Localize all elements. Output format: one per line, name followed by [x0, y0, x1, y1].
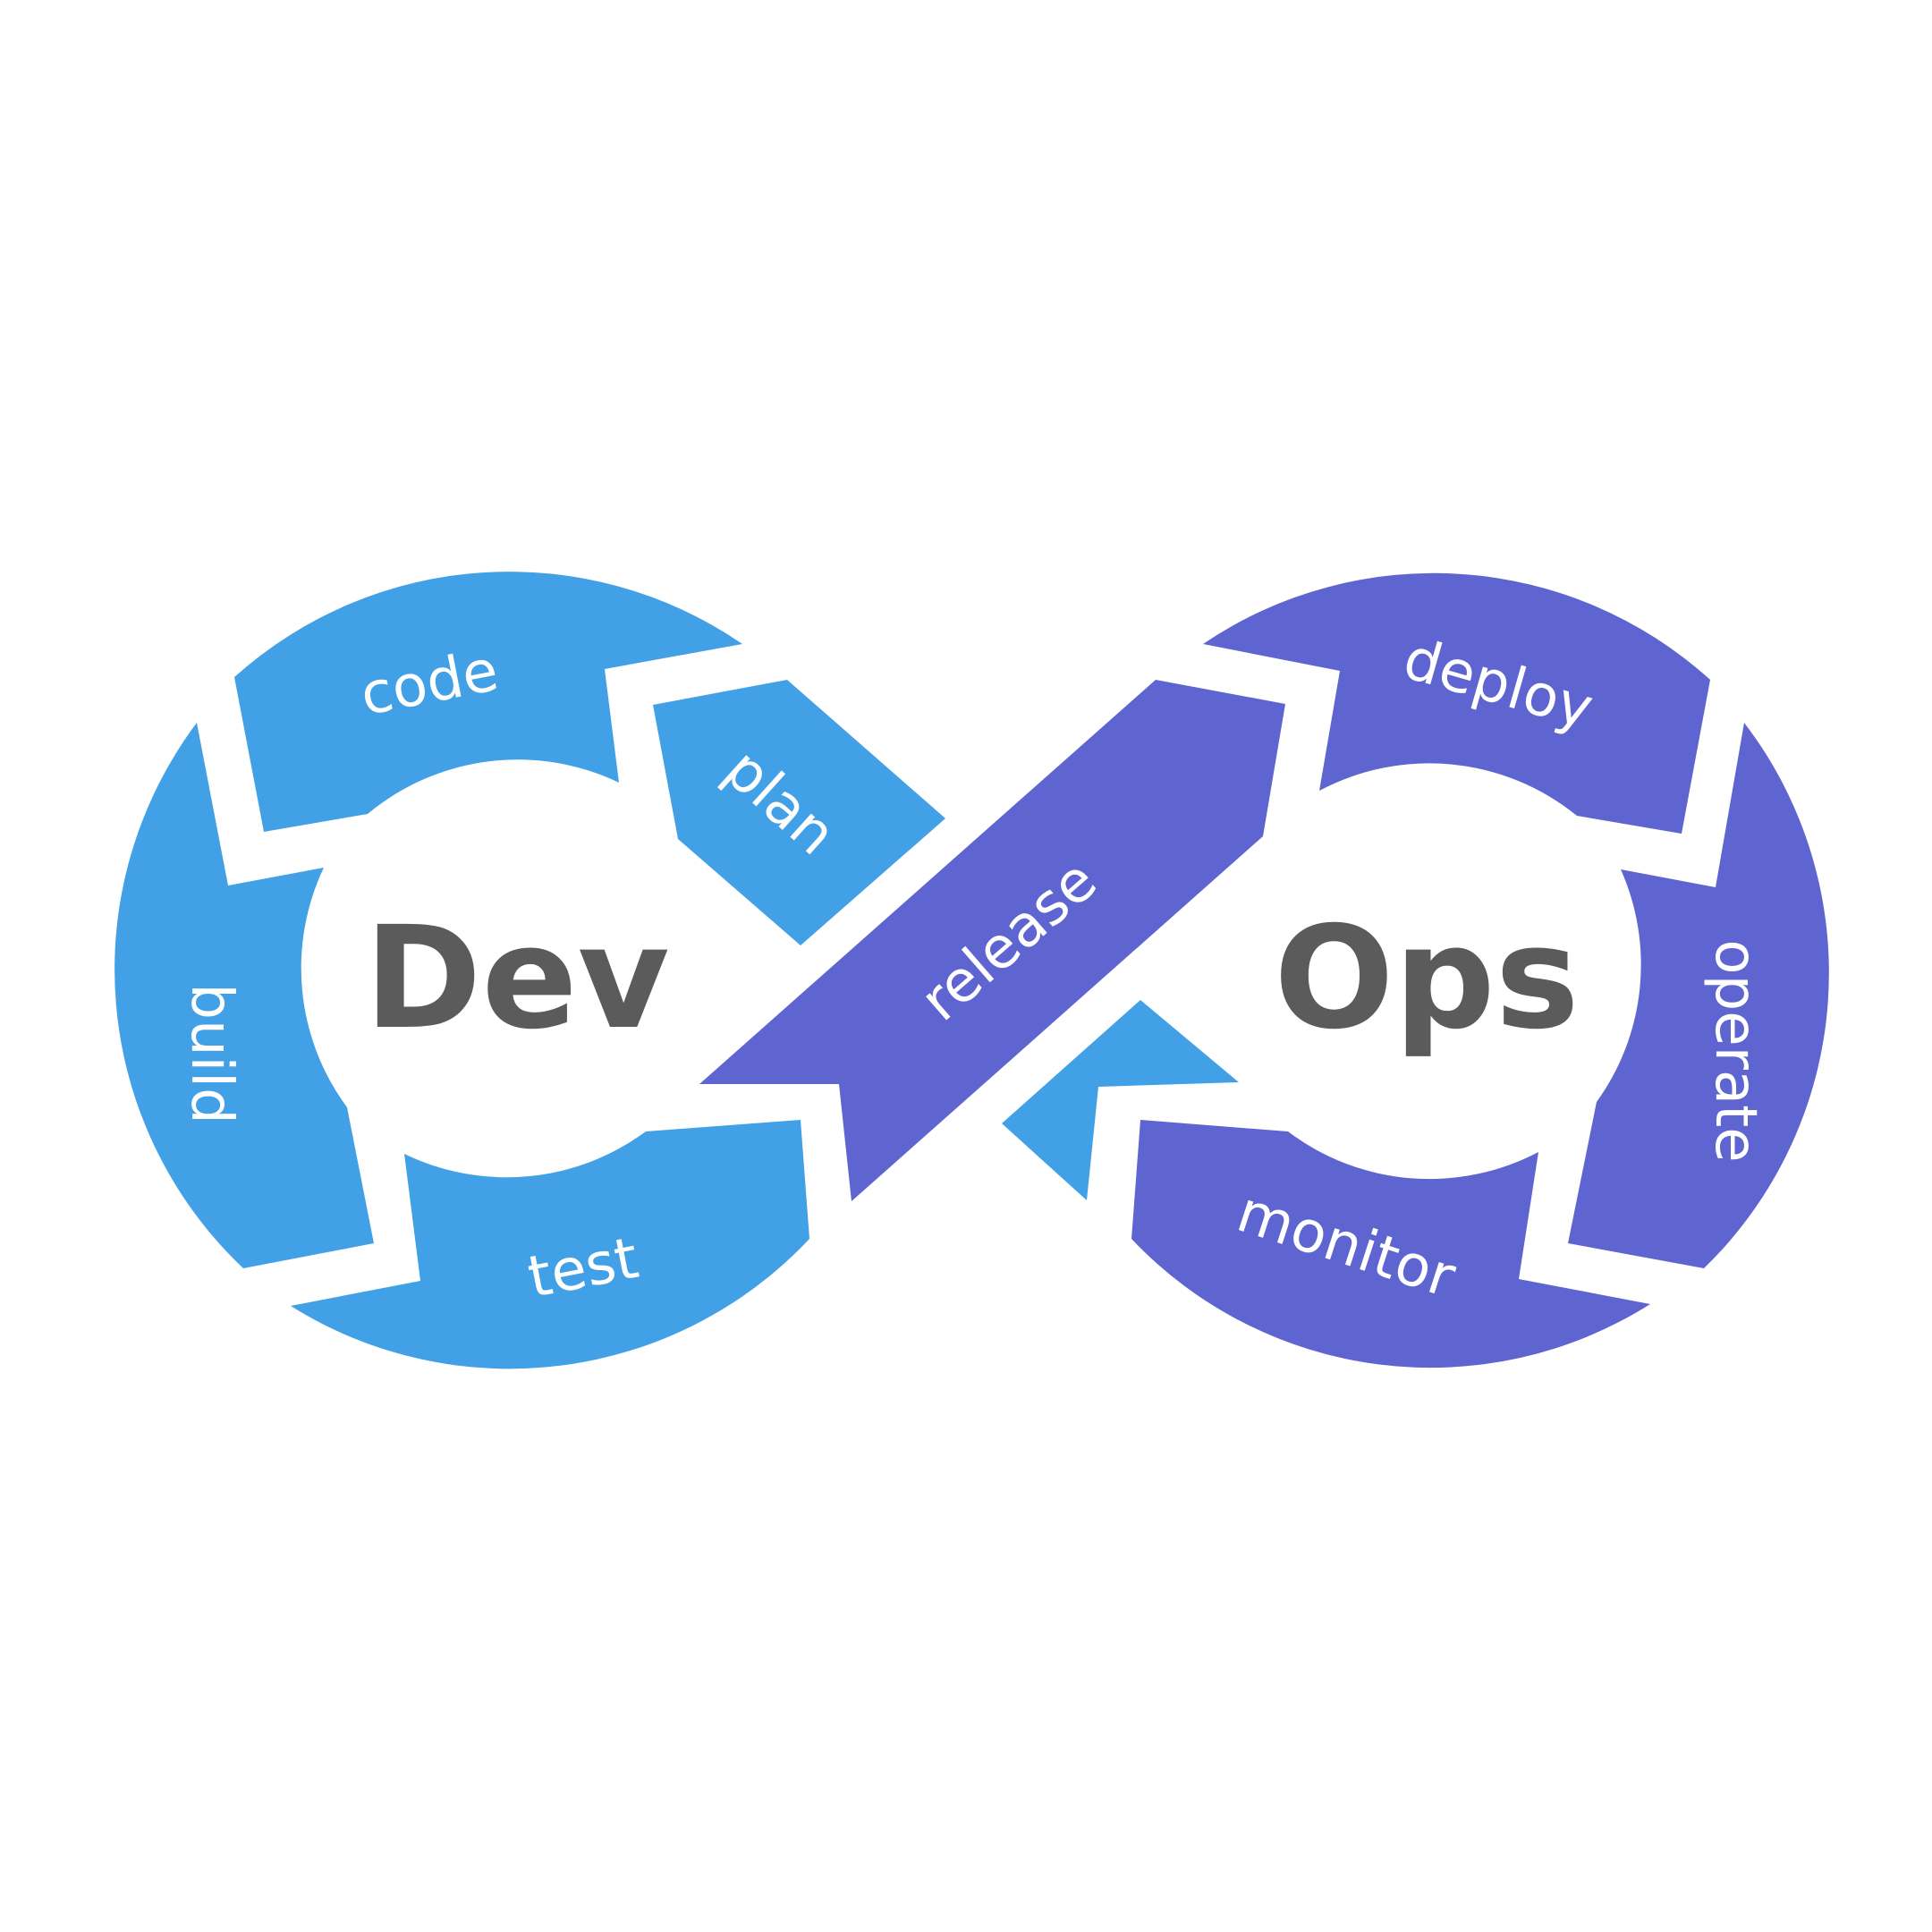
- ops-label: Ops: [1274, 896, 1579, 1061]
- test-segment: [291, 1120, 809, 1369]
- monitor-return-arrow: [1002, 1000, 1239, 1200]
- operate-segment: [1568, 723, 1829, 1268]
- operate-label: operate: [1702, 939, 1768, 1162]
- build-label: build: [178, 983, 244, 1123]
- deploy-segment: [1203, 572, 1710, 834]
- dev-loop: [114, 572, 945, 1369]
- ops-loop: [1131, 572, 1829, 1368]
- code-segment: [234, 572, 742, 832]
- plan-arrow: [653, 680, 945, 945]
- build-segment: [114, 723, 374, 1268]
- dev-label: Dev: [364, 896, 669, 1061]
- release-ribbon: [699, 680, 1285, 1201]
- monitor-segment: [1131, 1120, 1650, 1368]
